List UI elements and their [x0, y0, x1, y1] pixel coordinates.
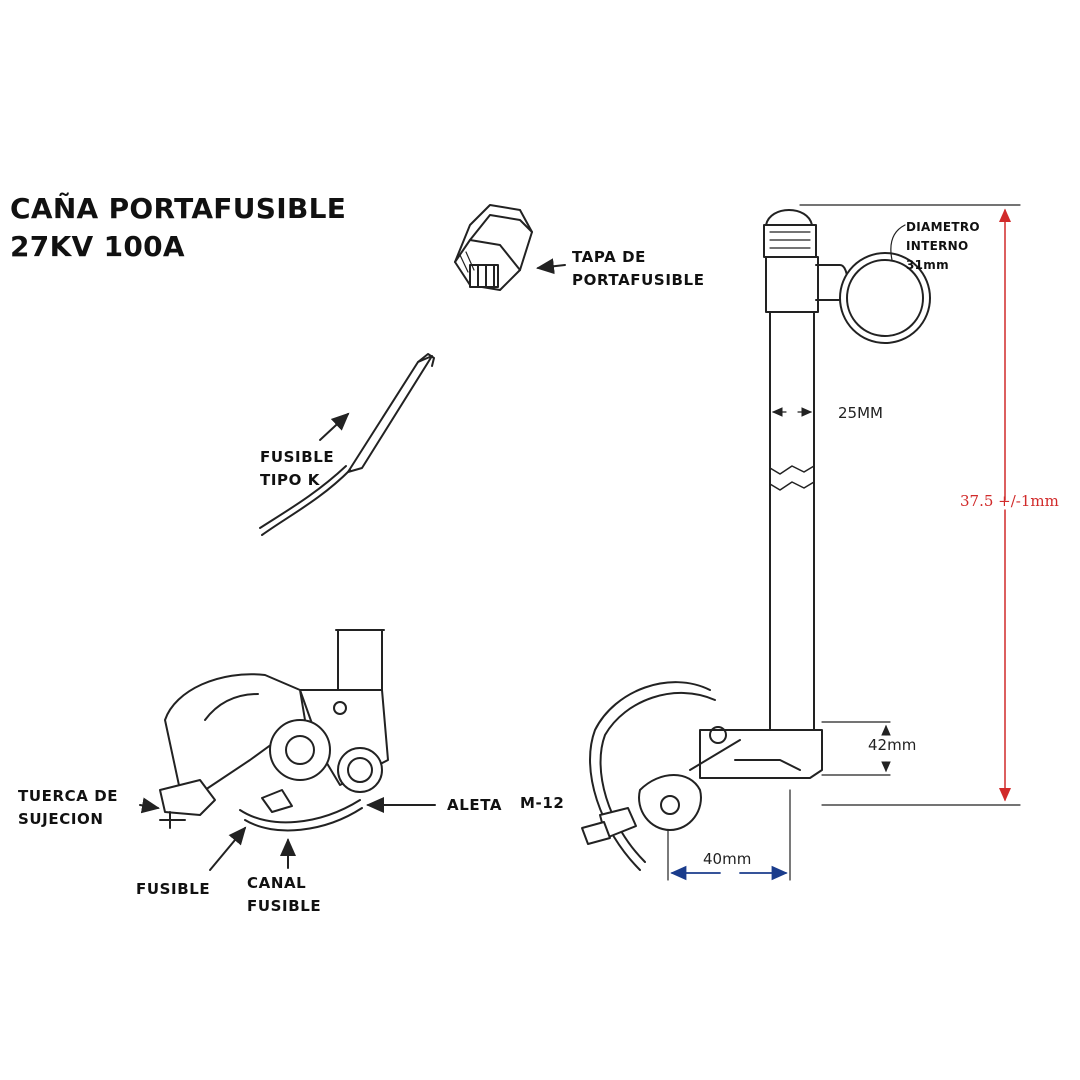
- label-m12: M-12: [520, 794, 565, 812]
- dimension-offset: 40mm: [703, 850, 752, 868]
- label-diam-line-2: INTERNO: [906, 239, 969, 253]
- title-line-1: CAÑA PORTAFUSIBLE: [10, 192, 347, 225]
- label-canal: CANAL FUSIBLE: [247, 872, 321, 918]
- fuse-k-drawing: [259, 353, 435, 536]
- label-diam-line-3: 31mm: [906, 258, 949, 272]
- label-cap: TAPA DE PORTAFUSIBLE: [572, 246, 705, 292]
- fuse-tube-side-view: [581, 209, 931, 881]
- dimension-tube-diameter: 25MM: [838, 404, 883, 422]
- label-diam-line-1: DIAMETRO: [906, 220, 980, 234]
- label-fuse-k-line-2: TIPO K: [260, 471, 321, 489]
- label-fuse-k: FUSIBLE TIPO K: [260, 446, 334, 492]
- label-fusible: FUSIBLE: [136, 880, 211, 898]
- label-cap-line-2: PORTAFUSIBLE: [572, 271, 705, 289]
- label-canal-line-1: CANAL: [247, 874, 307, 892]
- hinge-assembly-drawing: [139, 629, 436, 871]
- label-inner-diameter: DIAMETRO INTERNO 31mm: [906, 218, 980, 275]
- label-nut-line-2: SUJECION: [18, 810, 104, 828]
- diagram-title: CAÑA PORTAFUSIBLE 27KV 100A: [10, 190, 346, 266]
- dimension-height: 37.5 +/-1mm: [960, 492, 1059, 510]
- dimension-bracket: 42mm: [868, 736, 917, 754]
- label-canal-line-2: FUSIBLE: [247, 897, 322, 915]
- title-line-2: 27KV 100A: [10, 230, 185, 263]
- label-nut-line-1: TUERCA DE: [18, 787, 119, 805]
- dimension-lines: [670, 204, 1021, 881]
- fuse-cap-drawing: [454, 204, 566, 291]
- label-aleta: ALETA: [447, 796, 503, 814]
- label-cap-line-1: TAPA DE: [572, 248, 647, 266]
- label-nut: TUERCA DE SUJECION: [18, 785, 118, 831]
- label-fuse-k-line-1: FUSIBLE: [260, 448, 335, 466]
